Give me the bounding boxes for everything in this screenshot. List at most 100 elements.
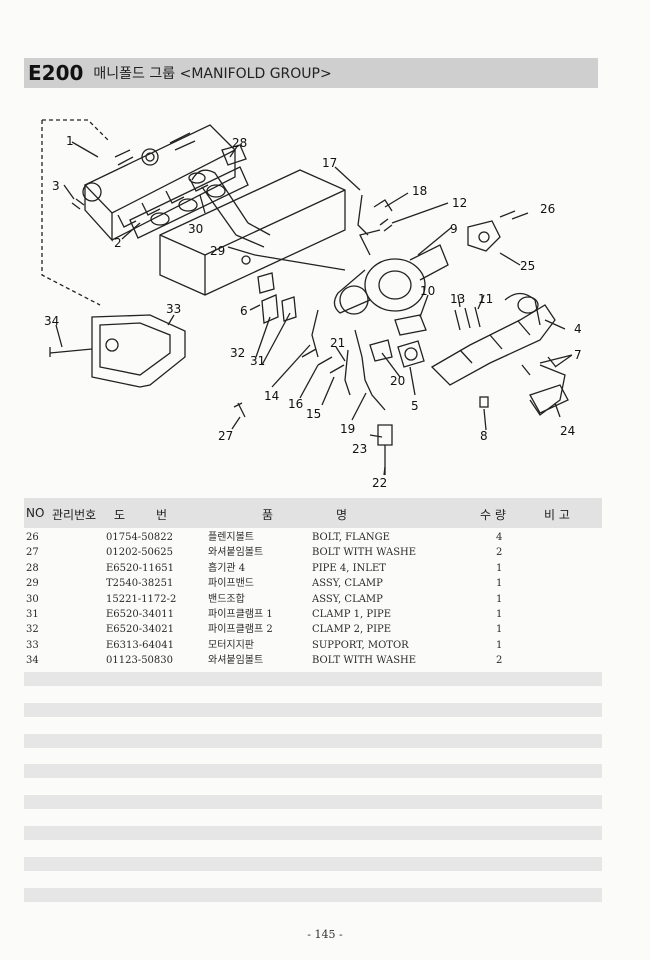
- table-stripe: [24, 734, 602, 748]
- cell-eng: ASSY, CLAMP: [312, 578, 383, 590]
- cell-kor: 파이프밴드: [208, 578, 254, 590]
- callout-13: 13: [450, 292, 465, 306]
- cell-no: 30: [26, 593, 39, 605]
- cell-no: 31: [26, 609, 39, 620]
- cell-no: 29: [26, 578, 39, 590]
- cell-eng: CLAMP 2, PIPE: [312, 624, 392, 636]
- cell-no: 26: [26, 532, 39, 543]
- cell-qty: 2: [496, 547, 503, 559]
- cell-kor: 와셔붙임볼트: [208, 547, 264, 559]
- cell-no: 33: [26, 639, 39, 651]
- callout-30: 30: [188, 222, 203, 236]
- callout-33: 33: [166, 302, 181, 316]
- table-row: 34 01123-50830 와셔붙임볼트 BOLT WITH WASHE 2: [0, 653, 650, 668]
- cell-qty: 1: [496, 639, 503, 651]
- cell-kor: 와셔붙임볼트: [208, 655, 264, 667]
- exploded-parts-diagram: 1 2 3 4 5 6 7 8 9 10 11 12 13 14 15 16 1…: [41, 119, 582, 490]
- col-drawing-2: 번: [156, 508, 168, 522]
- cell-part: E6520-34011: [106, 609, 174, 620]
- cell-qty: 1: [496, 562, 503, 574]
- callout-25: 25: [520, 259, 535, 273]
- table-stripe: [24, 826, 602, 840]
- cell-no: 27: [26, 547, 39, 559]
- col-name-2: 명: [336, 508, 348, 522]
- callout-3: 3: [52, 179, 60, 193]
- cell-part: E6313-64041: [106, 639, 174, 651]
- callout-6: 6: [240, 304, 248, 318]
- callout-15: 15: [306, 407, 321, 421]
- cell-no: 34: [26, 655, 39, 667]
- cell-qty: 4: [496, 532, 503, 543]
- cell-kor: 플렌지볼트: [208, 532, 254, 543]
- cell-eng: BOLT, FLANGE: [312, 532, 390, 543]
- cell-qty: 1: [496, 593, 503, 605]
- table-stripe: [24, 672, 602, 686]
- callout-29: 29: [210, 244, 225, 258]
- callout-9: 9: [450, 222, 458, 236]
- cell-qty: 1: [496, 578, 503, 590]
- cell-eng: SUPPORT, MOTOR: [312, 639, 409, 651]
- callout-17: 17: [322, 156, 337, 170]
- cell-part: E6520-34021: [106, 624, 174, 636]
- callout-24: 24: [560, 424, 575, 438]
- cell-kor: 파이프클램프 1: [208, 609, 273, 620]
- col-remarks: 비 고: [544, 508, 570, 522]
- callout-26: 26: [540, 202, 555, 216]
- callout-28: 28: [232, 136, 247, 150]
- section-code: E200: [28, 61, 84, 85]
- callout-5: 5: [411, 399, 419, 413]
- col-mgmt: 관리번호: [52, 508, 97, 522]
- cell-part: 15221-1172-2: [106, 593, 177, 605]
- cell-no: 32: [26, 624, 39, 636]
- parts-table-header: NO 관리번호 도 번 품 명 수 량 비 고: [24, 498, 602, 528]
- cell-part: 01123-50830: [106, 655, 174, 667]
- cell-kor: 모터지지판: [208, 639, 254, 651]
- table-row: 27 01202-50625 와셔붙임볼트 BOLT WITH WASHE 2: [0, 545, 650, 560]
- table-stripe: [24, 857, 602, 871]
- callout-31: 31: [250, 354, 265, 368]
- table-row: 33 E6313-64041 모터지지판 SUPPORT, MOTOR 1: [0, 638, 650, 653]
- cell-kor: 흡기관 4: [208, 562, 246, 574]
- callout-12: 12: [452, 196, 467, 210]
- cell-part: 01202-50625: [106, 547, 174, 559]
- col-name: 품: [262, 508, 274, 522]
- callout-1: 1: [66, 134, 74, 148]
- cell-no: 28: [26, 562, 39, 574]
- cell-kor: 밴드조합: [208, 593, 245, 605]
- table-row: 32 E6520-34021 파이프클램프 2 CLAMP 2, PIPE 1: [0, 622, 650, 637]
- cell-eng: PIPE 4, INLET: [312, 562, 386, 574]
- callout-20: 20: [390, 374, 405, 388]
- page-number: - 145 -: [307, 928, 343, 941]
- callout-14: 14: [264, 389, 279, 403]
- cell-part: E6520-11651: [106, 562, 174, 574]
- callout-10: 10: [420, 284, 435, 298]
- callout-16: 16: [288, 397, 303, 411]
- cell-part: T2540-38251: [106, 578, 174, 590]
- section-title: 매니폴드 그룹 <MANIFOLD GROUP>: [93, 66, 332, 82]
- table-row: 26 01754-50822 플렌지볼트 BOLT, FLANGE 4: [0, 530, 650, 545]
- callout-19: 19: [340, 422, 355, 436]
- callout-18: 18: [412, 184, 427, 198]
- cell-eng: BOLT WITH WASHE: [312, 547, 417, 559]
- cell-part: 01754-50822: [106, 532, 174, 543]
- callout-34: 34: [44, 314, 59, 328]
- section-title-bar: E200 매니폴드 그룹 <MANIFOLD GROUP>: [24, 58, 598, 88]
- cell-eng: CLAMP 1, PIPE: [312, 609, 392, 620]
- callout-11: 11: [478, 292, 493, 306]
- cell-eng: BOLT WITH WASHE: [312, 655, 417, 667]
- table-row: 28 E6520-11651 흡기관 4 PIPE 4, INLET 1: [0, 561, 650, 576]
- callout-7: 7: [574, 348, 582, 362]
- col-qty: 수 량: [480, 508, 506, 522]
- table-stripe: [24, 888, 602, 902]
- cell-qty: 2: [496, 655, 503, 667]
- callout-2: 2: [114, 236, 122, 250]
- callout-32: 32: [230, 346, 245, 360]
- callout-27: 27: [218, 429, 233, 443]
- table-stripe: [24, 703, 602, 717]
- callout-4: 4: [574, 322, 582, 336]
- col-no: NO: [26, 506, 45, 520]
- cell-kor: 파이프클램프 2: [208, 624, 273, 636]
- col-drawing: 도: [114, 508, 126, 522]
- callout-8: 8: [480, 429, 488, 443]
- callout-23: 23: [352, 442, 367, 456]
